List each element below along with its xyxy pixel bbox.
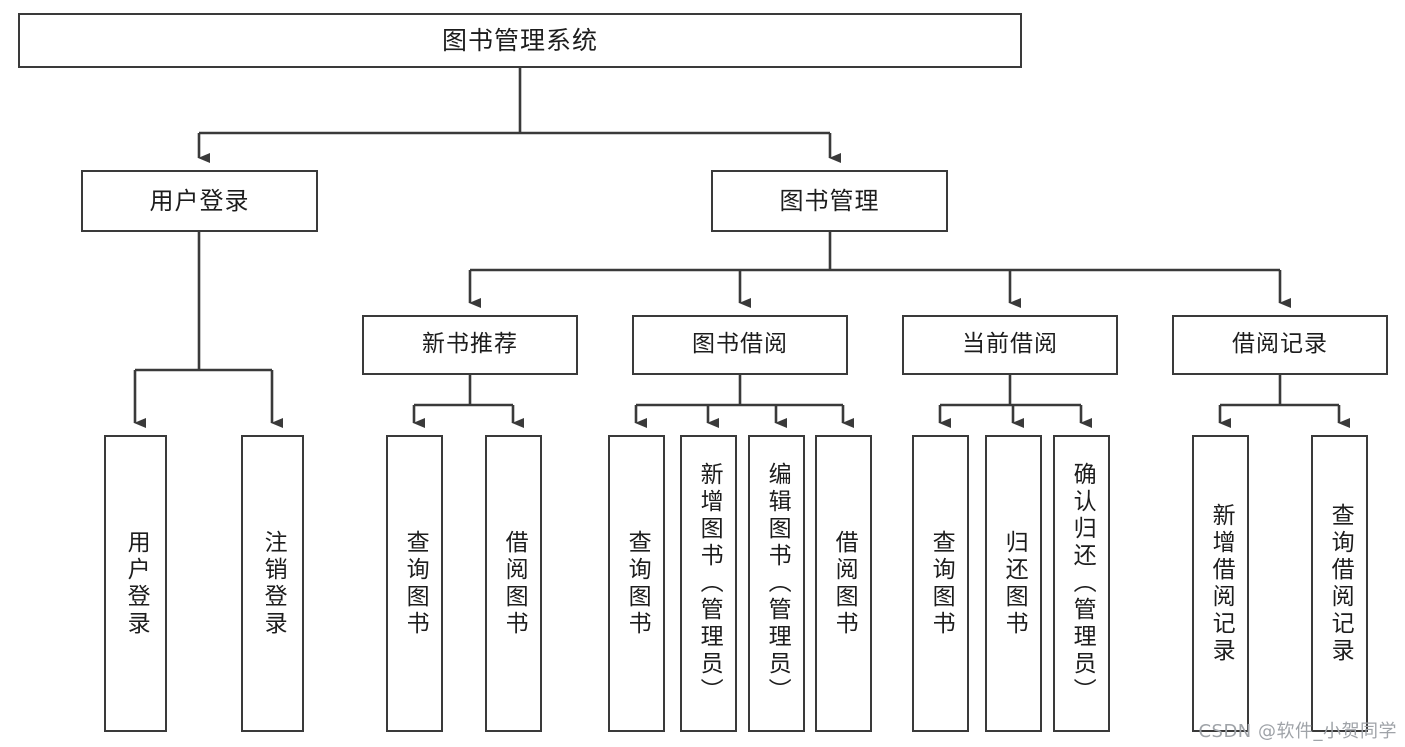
leaf-add-book-admin-label: 新增图书（管理员） [696, 462, 723, 705]
connector-current-to-leaves [938, 375, 1092, 428]
leaf-add-borrow-record[interactable]: 新增借阅记录 [1192, 435, 1249, 732]
leaf-return-book-label: 归还图书 [1001, 529, 1028, 638]
leaf-borrow-book[interactable]: 借阅图书 [815, 435, 872, 732]
connector-userlogin-to-leaves [133, 232, 283, 428]
leaf-add-book-admin[interactable]: 新增图书（管理员） [680, 435, 737, 732]
node-root-label: 图书管理系统 [441, 25, 598, 55]
leaf-return-book[interactable]: 归还图书 [985, 435, 1042, 732]
node-book-borrow-label: 图书借阅 [692, 331, 788, 358]
leaf-current-query-book[interactable]: 查询图书 [912, 435, 969, 732]
leaf-edit-book-admin[interactable]: 编辑图书（管理员） [748, 435, 805, 732]
node-borrow-records[interactable]: 借阅记录 [1172, 315, 1388, 375]
node-new-book-recommend-label: 新书推荐 [422, 331, 518, 358]
leaf-confirm-return-admin[interactable]: 确认归还（管理员） [1053, 435, 1110, 732]
node-borrow-records-label: 借阅记录 [1232, 331, 1328, 358]
leaf-current-query-book-label: 查询图书 [928, 529, 955, 638]
leaf-borrow-book-label: 借阅图书 [831, 529, 858, 638]
leaf-user-login[interactable]: 用户登录 [104, 435, 167, 732]
leaf-recommend-borrow-book-label: 借阅图书 [501, 529, 528, 638]
node-new-book-recommend[interactable]: 新书推荐 [362, 315, 578, 375]
csdn-watermark: CSDN @软件_小贺同学 [1198, 721, 1397, 742]
leaf-edit-book-admin-label: 编辑图书（管理员） [764, 462, 791, 705]
node-current-borrow-label: 当前借阅 [962, 331, 1058, 358]
connector-records-to-leaves [1218, 375, 1350, 428]
node-book-borrow[interactable]: 图书借阅 [632, 315, 848, 375]
connector-borrow-to-leaves [634, 375, 854, 428]
node-current-borrow[interactable]: 当前借阅 [902, 315, 1118, 375]
leaf-borrow-query-book[interactable]: 查询图书 [608, 435, 665, 732]
connector-level2-to-level3 [468, 232, 1291, 308]
leaf-recommend-query-book[interactable]: 查询图书 [386, 435, 443, 732]
connector-root-to-level2 [197, 68, 841, 163]
leaf-user-logout-label: 注销登录 [260, 529, 287, 638]
leaf-recommend-borrow-book[interactable]: 借阅图书 [485, 435, 542, 732]
leaf-query-borrow-record[interactable]: 查询借阅记录 [1311, 435, 1368, 732]
node-book-management-label: 图书管理 [779, 186, 880, 215]
connector-newbook-to-leaves [412, 375, 524, 428]
node-user-login-label: 用户登录 [149, 186, 250, 215]
leaf-user-logout[interactable]: 注销登录 [241, 435, 304, 732]
leaf-recommend-query-book-label: 查询图书 [402, 529, 429, 638]
leaf-confirm-return-admin-label: 确认归还（管理员） [1069, 462, 1096, 705]
leaf-add-borrow-record-label: 新增借阅记录 [1208, 502, 1235, 665]
node-book-management[interactable]: 图书管理 [711, 170, 948, 232]
node-user-login[interactable]: 用户登录 [81, 170, 318, 232]
leaf-query-borrow-record-label: 查询借阅记录 [1327, 502, 1354, 665]
node-root[interactable]: 图书管理系统 [18, 13, 1022, 68]
leaf-user-login-label: 用户登录 [123, 529, 150, 638]
leaf-borrow-query-book-label: 查询图书 [624, 529, 651, 638]
